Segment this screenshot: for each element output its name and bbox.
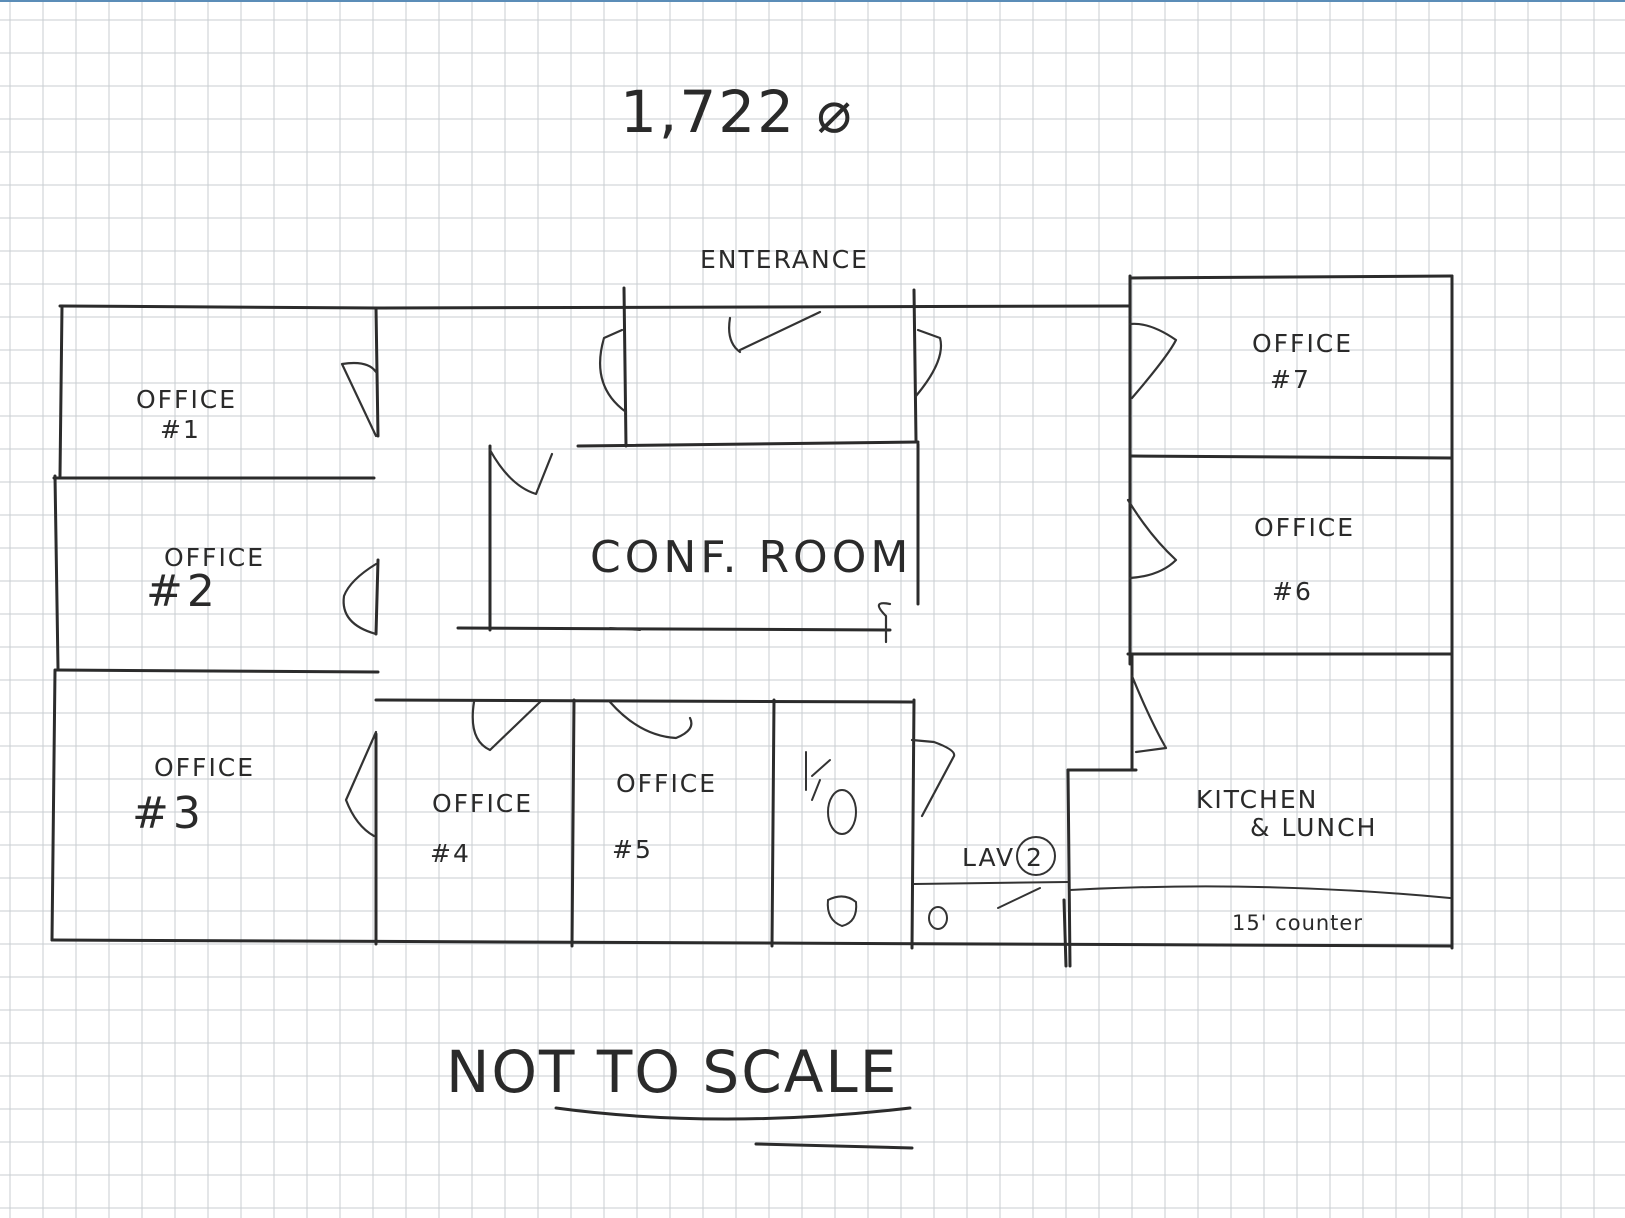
office-4-label: OFFICE xyxy=(432,789,533,818)
office-5-number: #5 xyxy=(612,835,653,864)
kitchen-label-line2: & LUNCH xyxy=(1250,813,1377,842)
lav-label: LAV xyxy=(962,843,1015,872)
note-underline xyxy=(554,1106,912,1121)
office-7-label: OFFICE xyxy=(1252,329,1353,358)
door-swings xyxy=(340,310,1178,930)
walls xyxy=(50,274,1454,968)
area-label: 1,722 ⌀ xyxy=(620,78,853,146)
office-2-number: #2 xyxy=(146,566,219,617)
not-to-scale-note: NOT TO SCALE xyxy=(446,1038,898,1106)
office-6-number: #6 xyxy=(1272,577,1313,606)
office-3-label: OFFICE xyxy=(154,753,255,782)
office-7-number: #7 xyxy=(1270,365,1311,394)
office-2-label: OFFICE xyxy=(164,543,265,572)
office-5-label: OFFICE xyxy=(616,769,717,798)
entrance-label: ENTERANCE xyxy=(700,245,869,274)
lav-number: 2 xyxy=(1026,843,1044,872)
counter-label: 15' counter xyxy=(1232,911,1363,935)
conference-room-label: CONF. ROOM xyxy=(590,532,912,583)
kitchen-label: KITCHEN xyxy=(1196,785,1318,814)
office-1-number: #1 xyxy=(160,415,201,444)
office-4-number: #4 xyxy=(430,839,471,868)
office-3-number: #3 xyxy=(132,788,205,839)
office-6-label: OFFICE xyxy=(1254,513,1355,542)
office-1-label: OFFICE xyxy=(136,385,237,414)
note-underline-2 xyxy=(754,1142,914,1150)
